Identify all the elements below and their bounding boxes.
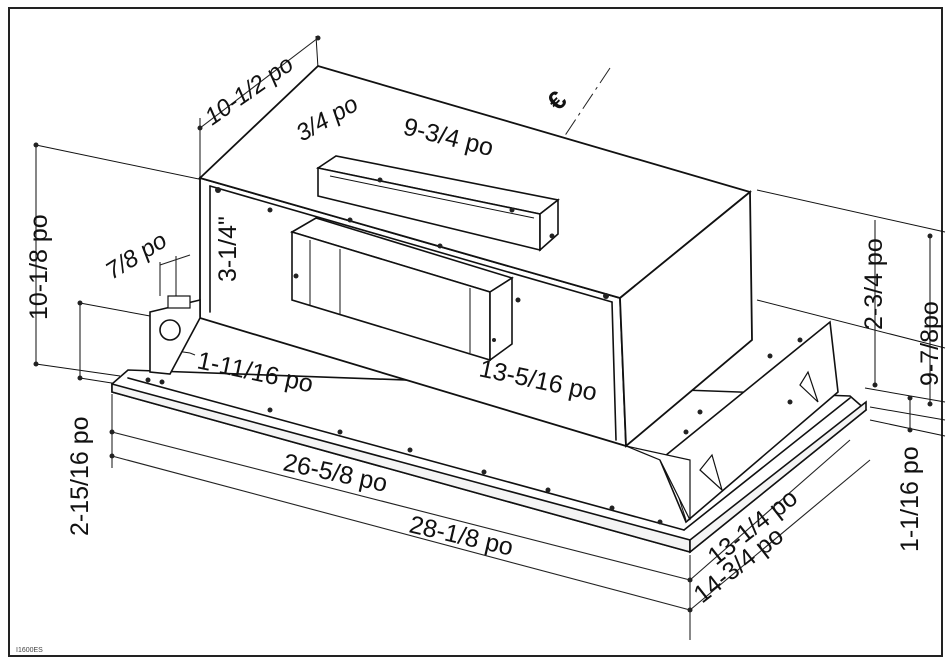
label-box-height: 3-1/4"	[214, 216, 242, 282]
label-right-top: 2-3/4 po	[860, 238, 888, 330]
label-symbol: €	[541, 85, 572, 116]
drawing-code: I1600ES	[16, 647, 43, 654]
screws	[145, 187, 803, 525]
label-right-height: 9-7/8po	[916, 301, 944, 386]
label-flange-height: 2-15/16 po	[66, 416, 94, 536]
dimension-lines	[33, 35, 933, 613]
label-side-offset: 7/8 po	[101, 227, 172, 285]
front-duct-box	[290, 217, 521, 362]
label-overall-height: 10-1/8 po	[25, 214, 53, 320]
label-outer-width: 28-1/8 po	[407, 511, 516, 562]
label-flange-thickness: 1-1/16 po	[896, 446, 924, 552]
diagram-border	[8, 7, 943, 657]
top-collar	[315, 155, 560, 252]
hood-body	[111, 64, 868, 554]
